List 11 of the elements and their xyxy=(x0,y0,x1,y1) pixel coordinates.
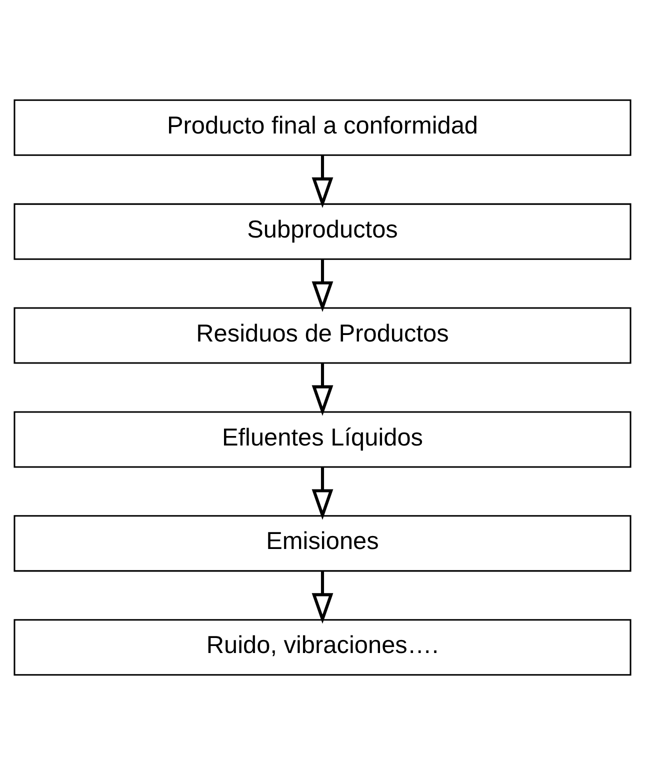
node-box: Ruido, vibraciones…. xyxy=(14,618,632,676)
node-box: Efluentes Líquidos xyxy=(14,410,632,468)
arrow xyxy=(312,467,334,520)
arrow xyxy=(312,363,334,416)
node-box: Emisiones xyxy=(14,514,632,572)
arrow xyxy=(312,259,334,312)
arrow xyxy=(312,570,334,624)
node-box: Residuos de Productos xyxy=(14,306,632,364)
arrow xyxy=(312,155,334,208)
node-box: Producto final a conformidad xyxy=(14,98,632,156)
node-box: Subproductos xyxy=(14,202,632,260)
